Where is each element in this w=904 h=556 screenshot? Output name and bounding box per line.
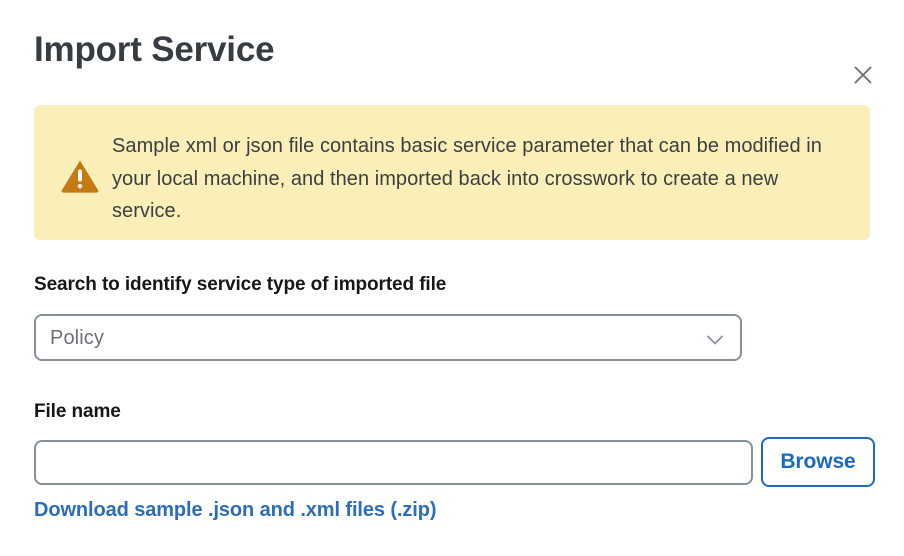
download-sample-link[interactable]: Download sample .json and .xml files (.z… <box>34 499 437 521</box>
service-type-select[interactable]: Policy <box>34 314 742 361</box>
service-type-label: Search to identify service type of impor… <box>34 274 447 295</box>
browse-button[interactable]: Browse <box>761 437 875 487</box>
modal-header: Import Service <box>0 20 904 86</box>
warning-triangle-icon <box>60 158 100 194</box>
close-icon[interactable] <box>849 61 877 89</box>
warning-message: Sample xml or json file contains basic s… <box>112 135 822 222</box>
page-title: Import Service <box>34 30 275 69</box>
service-type-selected-value: Policy <box>50 327 104 349</box>
chevron-down-icon <box>704 329 726 351</box>
file-name-input[interactable] <box>34 440 753 485</box>
warning-banner: Sample xml or json file contains basic s… <box>34 105 870 240</box>
file-name-label: File name <box>34 401 121 422</box>
